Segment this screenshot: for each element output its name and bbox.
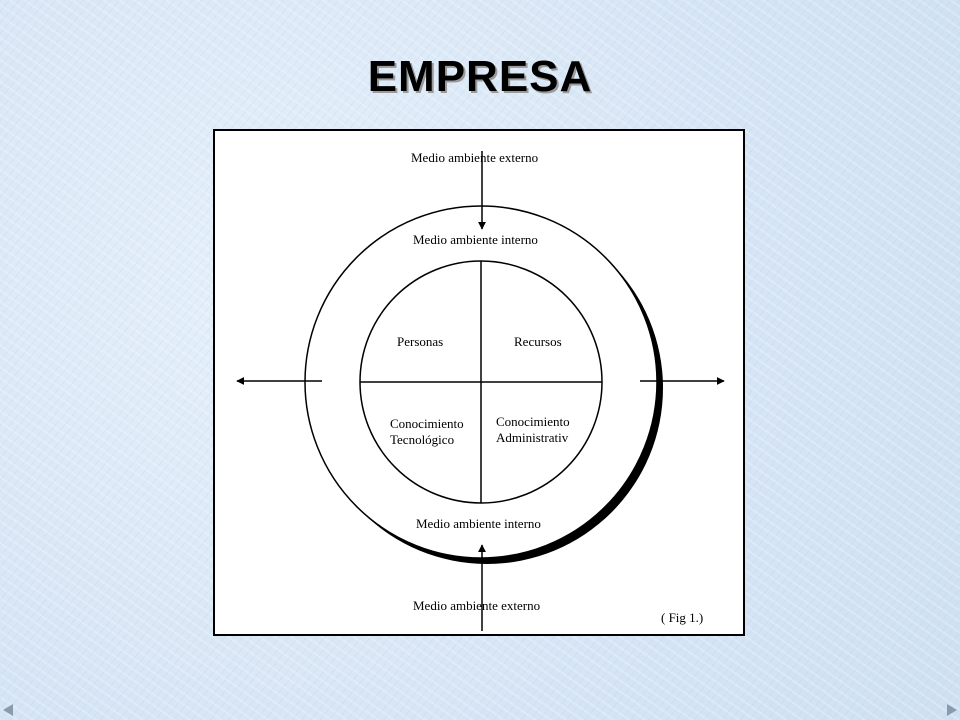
diagram-frame: Medio ambiente externo Medio ambiente in… <box>213 129 745 636</box>
quadrant-tech-knowledge-line2: Tecnológico <box>390 432 455 447</box>
slide-title: EMPRESA <box>367 52 593 101</box>
outer-environment-top-label: Medio ambiente externo <box>411 150 539 165</box>
figure-caption: ( Fig 1.) <box>661 610 704 625</box>
quadrant-recursos: Recursos <box>514 334 562 349</box>
quadrant-tech-knowledge-line1: Conocimiento <box>390 416 464 431</box>
outer-environment-bottom-label: Medio ambiente externo <box>413 598 541 613</box>
quadrant-admin-knowledge-line1: Conocimiento <box>496 414 570 429</box>
quadrant-admin-knowledge-line2: Administrativ <box>496 430 569 445</box>
diagram-graphic <box>304 151 663 631</box>
previous-slide-icon[interactable] <box>3 704 13 716</box>
quadrant-personas: Personas <box>397 334 444 349</box>
next-slide-icon[interactable] <box>947 704 957 716</box>
inner-environment-bottom-label: Medio ambiente interno <box>416 516 541 531</box>
inner-environment-top-label: Medio ambiente interno <box>413 232 538 247</box>
